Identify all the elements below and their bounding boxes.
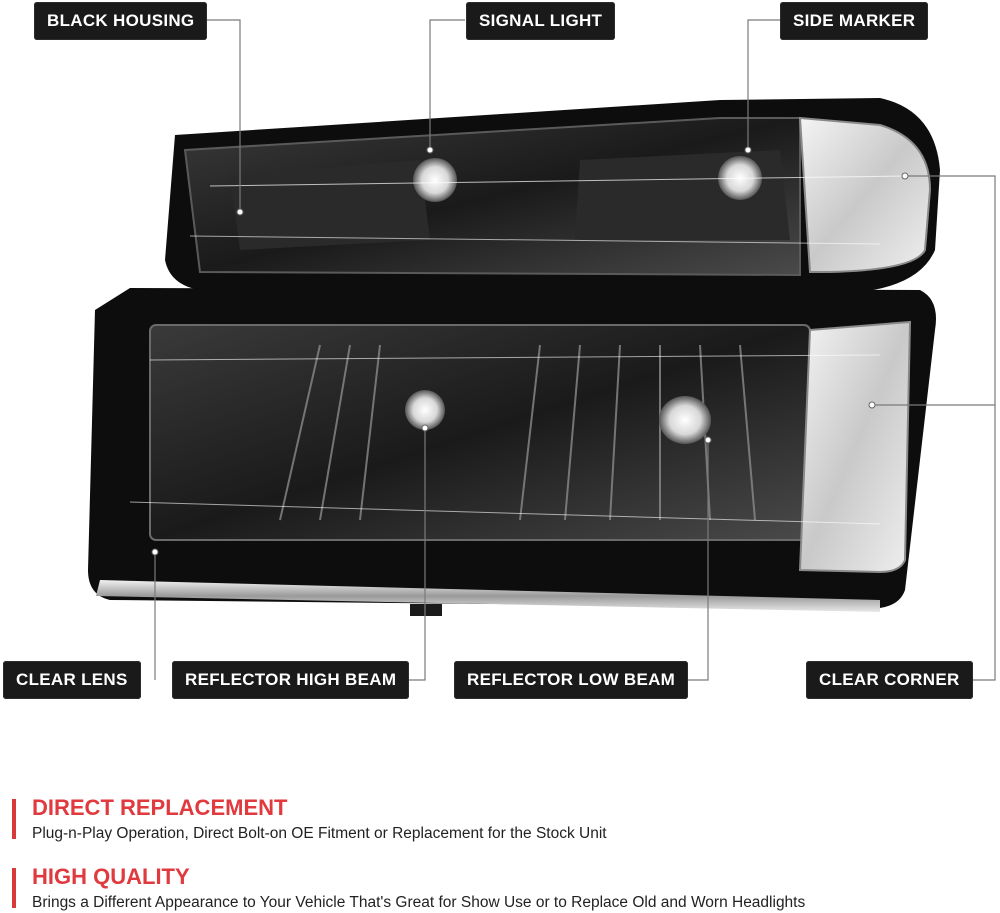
label-signal-light: SIGNAL LIGHT (466, 2, 616, 40)
label-reflector-high-beam: REFLECTOR HIGH BEAM (172, 661, 410, 699)
feature-text: Brings a Different Appearance to Your Ve… (32, 894, 806, 911)
headlight-unit (88, 288, 936, 616)
accent-bar (12, 868, 16, 908)
label-black-housing: BLACK HOUSING (34, 2, 208, 40)
feature-title: HIGH QUALITY (32, 864, 190, 889)
feature-text: Plug-n-Play Operation, Direct Bolt-on OE… (32, 825, 607, 842)
label-reflector-low-beam: REFLECTOR LOW BEAM (454, 661, 689, 699)
feature-title: DIRECT REPLACEMENT (32, 795, 288, 820)
leader-lines (154, 19, 996, 681)
headlight-illustration (88, 19, 996, 681)
label-side-marker: SIDE MARKER (780, 2, 929, 40)
accent-bar (12, 799, 16, 839)
label-clear-corner: CLEAR CORNER (806, 661, 973, 699)
label-clear-lens: CLEAR LENS (3, 661, 141, 699)
signal-light-unit (165, 98, 940, 292)
